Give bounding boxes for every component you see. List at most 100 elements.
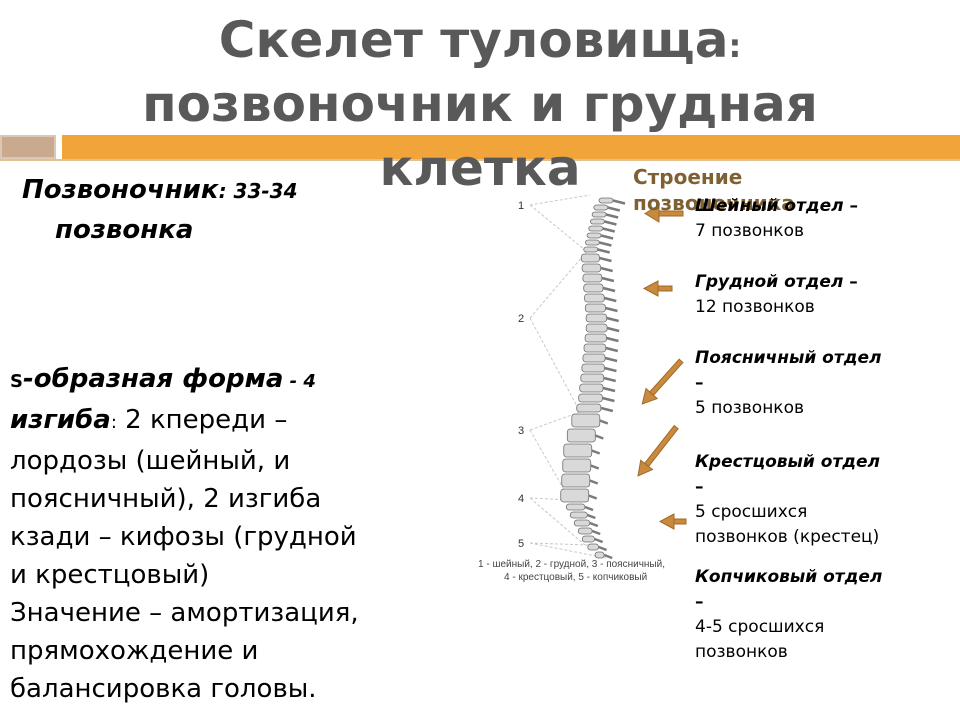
spinous-process (589, 521, 599, 528)
spinous-process (594, 537, 604, 544)
spinous-process (602, 396, 615, 403)
section-heading: Грудной отдел – (695, 270, 858, 295)
title-colon: : (728, 27, 742, 65)
guide-cervical (529, 194, 591, 251)
section-count: 5 сросшихся (695, 502, 808, 522)
accent-bar-left (0, 135, 56, 159)
vertebra (585, 313, 608, 323)
spine-description: S-образная форма - 4 изгиба: 2 кпереди –… (10, 360, 450, 708)
region-number-3: 3 (518, 425, 524, 437)
region-number-1: 1 (518, 200, 524, 212)
section-name: Копчиковый отдел (695, 567, 883, 587)
spinous-process (588, 494, 598, 500)
spinous-process (606, 326, 620, 333)
vertebra (580, 373, 605, 383)
spinous-process (597, 248, 611, 254)
spinous-process (603, 553, 613, 560)
vertebra (590, 218, 605, 225)
section-count: 4-5 сросшихся (695, 617, 825, 637)
vertebral-column (560, 197, 626, 560)
region-numbers: 1 2 3 4 5 (518, 200, 524, 550)
section-dash: – (843, 272, 858, 292)
section-count-extra: позвонков (695, 642, 788, 662)
bends-count: - 4 (283, 371, 316, 392)
vertebra (578, 393, 603, 403)
region-number-5: 5 (518, 538, 524, 550)
title-text: Скелет туловища (218, 11, 729, 69)
spinous-process (590, 464, 600, 470)
bends-colon: : (110, 412, 117, 433)
pointer-arrows (637, 204, 687, 530)
spine-label: Позвоночник (22, 175, 219, 205)
vertebra (571, 413, 601, 428)
spinous-process (612, 199, 626, 205)
section-dash: – (695, 373, 704, 393)
description-line-7: Значение – амортизация, (10, 598, 359, 628)
vertebra (576, 403, 602, 413)
accent-bar-left-inner (2, 137, 54, 157)
vertebra (586, 232, 602, 239)
vertebra (581, 263, 602, 273)
description-line-9: балансировка головы. (10, 674, 317, 704)
vertebra (594, 551, 605, 559)
section-count: 12 позвонков (695, 297, 815, 317)
bends-word: изгиба (10, 405, 111, 435)
spine-count: 33-34 (226, 179, 298, 203)
spinous-process (594, 434, 604, 440)
vertebra (583, 283, 604, 293)
accent-bar (62, 135, 960, 159)
shape-text: -образная форма (22, 364, 284, 394)
description-line-8: прямохождение и (10, 636, 259, 666)
spinous-process (603, 296, 617, 303)
legend-line-1: 1 - шейный, 2 - грудной, 3 - поясничный, (478, 559, 665, 570)
spinous-process (606, 336, 619, 343)
diagram-caption: Строение позвоночника (633, 164, 795, 216)
spinous-process (599, 419, 609, 425)
description-line-1: S-образная форма - 4 (10, 360, 450, 401)
vertebra (562, 458, 592, 473)
vertebra (591, 211, 607, 218)
section-count: 5 позвонков (695, 398, 804, 418)
vertebra (588, 225, 604, 232)
description-line-5: кзади – кифозы (грудной (10, 522, 357, 552)
section-dash: – (695, 592, 704, 612)
section-thoracic: Грудной отдел – 12 позвонков (695, 270, 858, 320)
vertebra (565, 503, 586, 511)
vertebra (577, 527, 593, 535)
section-sacral: Крестцовый отдел – 5 сросшихся позвонков… (695, 450, 880, 550)
spinous-process (607, 206, 621, 212)
spinous-process (605, 213, 619, 219)
vertebra (585, 239, 600, 246)
spinous-process (584, 505, 594, 512)
section-cervical: Шейный отдел – 7 позвонков (695, 194, 858, 244)
section-name: Шейный отдел (695, 196, 844, 216)
diagram-legend: 1 - шейный, 2 - грудной, 3 - поясничный,… (478, 559, 665, 583)
legend-line-2: 4 - крестцовый, 5 - копчиковый (504, 572, 647, 583)
spinous-process (602, 286, 616, 293)
section-count: 7 позвонков (695, 221, 804, 241)
spinous-process (599, 241, 612, 247)
spinous-process (589, 479, 599, 485)
section-dash: – (695, 477, 704, 497)
arrow-thoracic-icon (642, 280, 673, 297)
section-name: Грудной отдел (695, 272, 844, 292)
vertebra (581, 363, 605, 373)
vertebra (573, 519, 591, 527)
section-heading: Шейный отдел – (695, 194, 858, 219)
description-line-2: изгиба: 2 кпереди – (10, 401, 450, 442)
vertebra (587, 543, 599, 551)
slide-title-line-1: Скелет туловища: (0, 8, 960, 78)
spine-colon: : (218, 179, 227, 203)
vertebra (585, 323, 608, 333)
slide-title-line-2: позвоночник и грудная (142, 75, 818, 133)
arrow-cervical-icon (644, 204, 684, 223)
caption-line-1: Строение (633, 165, 743, 189)
spine-count-unit: позвонка (55, 215, 194, 245)
slide-title-line-3: клетка (379, 139, 581, 197)
spinous-process (602, 386, 616, 393)
vertebra (583, 343, 607, 353)
arrow-lumbar-icon (641, 358, 684, 405)
front-text: 2 кпереди – (116, 405, 288, 435)
region-number-4: 4 (518, 493, 524, 505)
spinous-process (604, 220, 617, 226)
